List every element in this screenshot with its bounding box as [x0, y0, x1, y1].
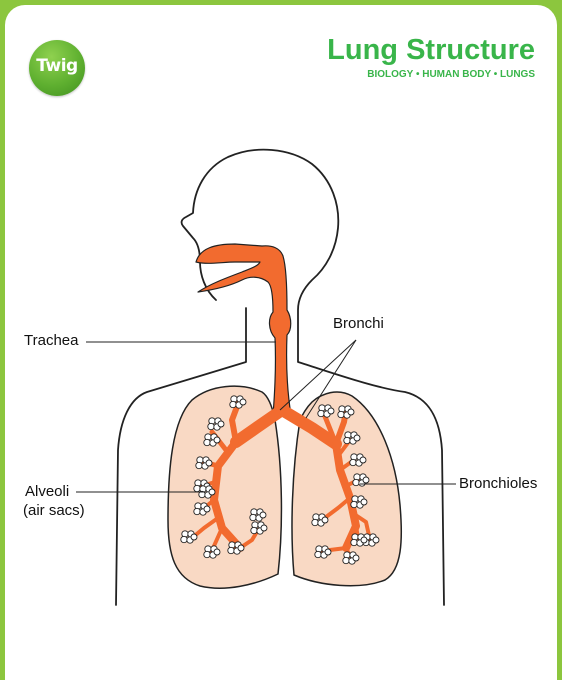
alveoli-sublabel: (air sacs): [23, 501, 85, 521]
trachea-label: Trachea: [24, 331, 78, 351]
bronchi-label: Bronchi: [333, 314, 384, 334]
bronchioles-label: Bronchioles: [459, 474, 537, 494]
alveoli-label: Alveoli: [25, 482, 69, 502]
